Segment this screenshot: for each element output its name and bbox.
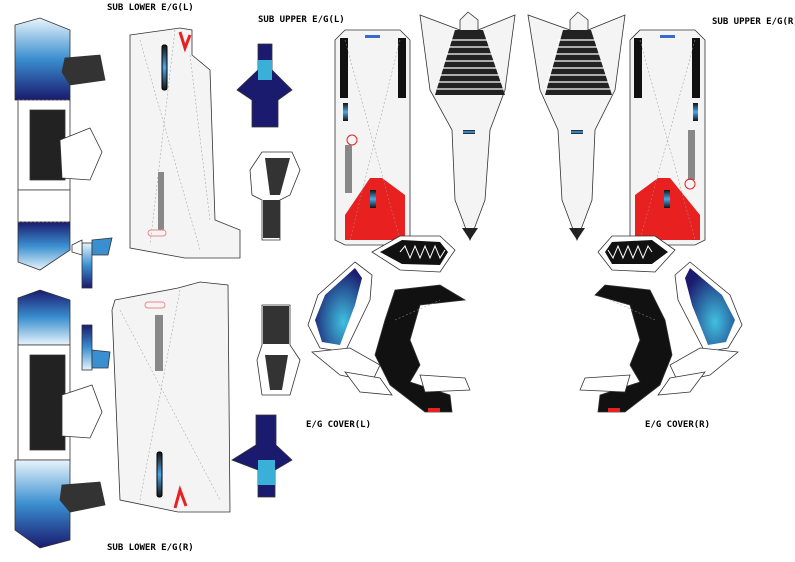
sub-lower-r-nozzle-part <box>231 414 293 498</box>
sub-lower-l-panel <box>129 27 241 259</box>
sub-lower-r-hourglass-part <box>256 304 301 396</box>
label-sub-lower-eg-r: SUB LOWER E/G(R) <box>107 543 194 553</box>
sub-lower-r-small-part <box>81 324 111 371</box>
blue-panel-left <box>307 261 373 353</box>
sub-lower-l-small-part <box>71 237 113 289</box>
label-sub-upper-eg-l: SUB UPPER E/G(L) <box>258 15 345 25</box>
blue-panel-right <box>674 261 743 353</box>
label-eg-cover-r: E/G COVER(R) <box>645 420 710 430</box>
sub-upper-l-body <box>334 29 411 246</box>
sub-lower-l-hourglass-part <box>249 151 301 241</box>
label-eg-cover-l: E/G COVER(L) <box>306 420 371 430</box>
sub-lower-l-nozzle-part <box>236 43 293 128</box>
teeth-part-left <box>371 235 456 273</box>
fin-right <box>527 11 626 242</box>
label-sub-lower-eg-l: SUB LOWER E/G(L) <box>107 3 194 13</box>
sub-lower-r-tab <box>59 481 106 513</box>
sub-lower-r-panel <box>111 281 231 513</box>
eg-cover-left <box>311 284 471 413</box>
sub-lower-l-bracket <box>59 127 103 181</box>
sub-lower-l-tab <box>61 54 106 86</box>
sub-lower-r-bracket <box>61 384 103 439</box>
sub-upper-r-body <box>629 29 706 246</box>
label-sub-upper-eg-r: SUB UPPER E/G(R) <box>712 17 795 27</box>
teeth-part-right <box>597 235 676 273</box>
fin-left <box>419 11 516 242</box>
sub-lower-l-strip <box>14 17 71 271</box>
sub-lower-r-strip <box>14 289 71 549</box>
eg-cover-right <box>579 284 739 413</box>
